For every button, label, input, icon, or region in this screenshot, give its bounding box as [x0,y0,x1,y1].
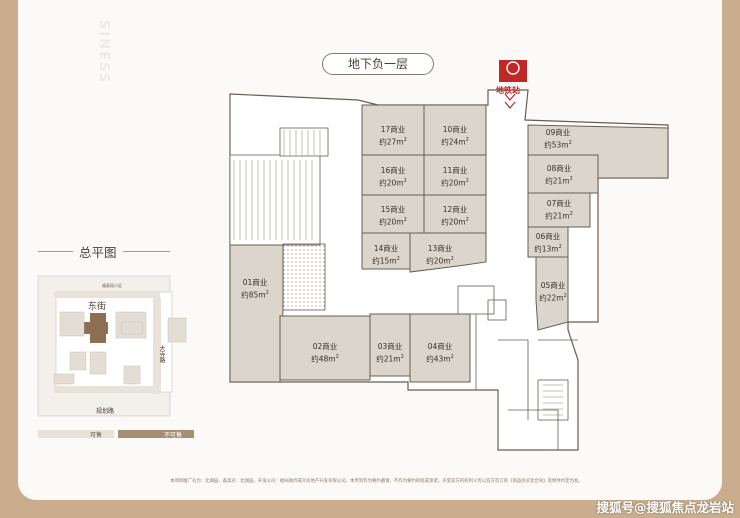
credit-watermark: 搜狐号@搜狐焦点龙岩站 [596,500,734,515]
unit-07[interactable]: 07商业约21m2 [545,199,573,221]
site-plan-title: 总平图 [73,242,123,261]
unit-07-shape [527,192,591,228]
unit-14[interactable]: 14商业约15m2 [372,244,400,266]
unit-02-shape [279,315,371,381]
unit-16[interactable]: 16商业约20m2 [379,166,407,188]
unit-11-shape [423,154,487,196]
unit-06[interactable]: 06商业约13m2 [534,232,562,254]
unit-10[interactable]: 10商业约24m2 [441,125,469,147]
unit-02[interactable]: 02商业约48m2 [311,342,339,364]
unit-13[interactable]: 13商业约20m2 [426,244,454,266]
unit-04[interactable]: 04商业约43m2 [426,342,454,364]
unit-13-shape [409,232,487,273]
floor-title: 地下负一层 [322,53,434,75]
site-plan-road-datemple: 大寺路 [158,345,165,363]
unit-14-shape [361,232,411,270]
site-plan-road-planned: 规划路 [96,408,115,415]
unit-09[interactable]: 09商业约53m2 [544,128,572,150]
unit-17-shape [361,104,425,156]
legend-available-swatch [38,430,114,438]
site-plan-street-east: 东街 [88,302,107,312]
unit-01[interactable]: 01商业约85m2 [241,278,269,300]
unit-11[interactable]: 11商业约20m2 [441,166,469,188]
legend-unavailable-swatch [118,430,194,438]
metro-icon [499,60,527,82]
unit-17[interactable]: 17商业约27m2 [379,125,407,147]
floor-plan-drawing [37,60,669,451]
unit-01-shape [229,244,284,383]
site-plan-small-label: 福泰园小区 [102,283,122,288]
unit-04-shape [409,313,471,383]
metro-label: 地铁站 [496,86,520,95]
legend-unavailable-label: 不可售 [164,432,183,439]
unit-05[interactable]: 05商业约22m2 [539,281,567,303]
footnote: 本项目推广名为：北湖园，备案名：北湖园，开发公司：福州融侨成众房地产开发有限公司… [170,479,583,484]
unit-03-shape [369,313,411,377]
unit-12[interactable]: 12商业约20m2 [441,205,469,227]
watermark-text: SINESS [96,20,111,85]
floor-plan-card: SINESS [18,0,722,500]
unit-08[interactable]: 08商业约21m2 [545,164,573,186]
unit-15[interactable]: 15商业约20m2 [379,205,407,227]
legend-available-label: 可售 [90,432,103,439]
unit-06-shape [527,226,569,258]
unit-03[interactable]: 03商业约21m2 [376,342,404,364]
unit-08-shape [527,154,599,194]
unit-05-shape [535,256,569,331]
